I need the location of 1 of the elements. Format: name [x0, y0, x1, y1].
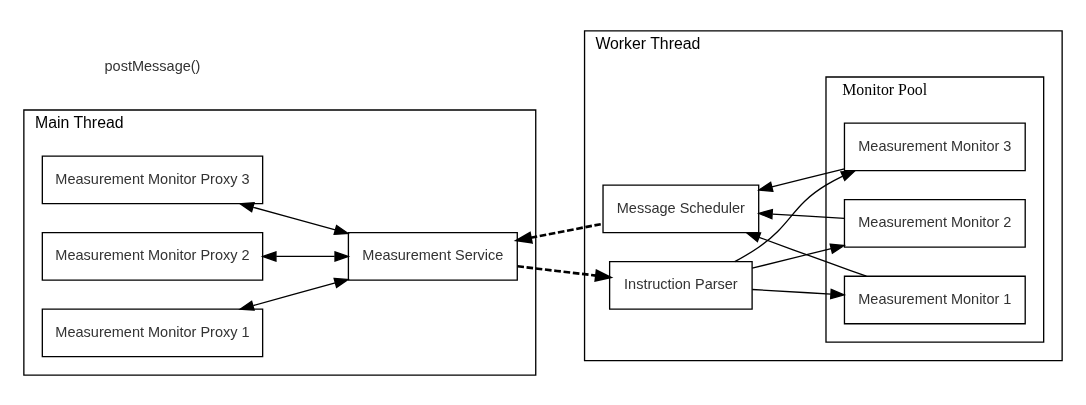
label: postMessage() [104, 57, 201, 74]
